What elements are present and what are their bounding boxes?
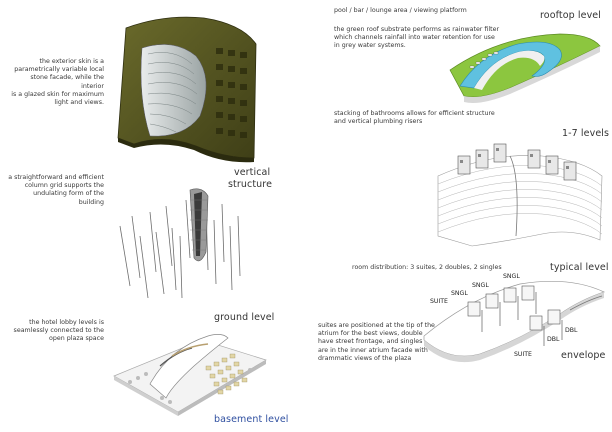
room-label-suite: SUITE — [514, 351, 532, 358]
stacked-levels-illustration — [432, 136, 608, 254]
facade-illustration — [104, 8, 264, 166]
room-label-sngl: SNGL — [472, 282, 489, 289]
column-grid-illustration — [110, 186, 250, 302]
ground-basement-illustration — [110, 326, 270, 418]
ground-level-heading: ground level — [214, 312, 274, 323]
bath-note: stacking of bathrooms allows for efficie… — [334, 110, 524, 126]
suites-note: suites are positioned at the tip of the … — [318, 322, 438, 363]
typical-level-illustration — [420, 270, 608, 380]
basement-level-heading: basement level — [214, 414, 289, 425]
rooftop-subtitle: pool / bar / lounge area / viewing platf… — [334, 7, 467, 15]
room-label-sngl: SNGL — [451, 290, 468, 297]
green-roof-illustration — [440, 26, 606, 110]
lobby-note: the hotel lobby levels is seamlessly con… — [8, 319, 104, 344]
structure-note: a straightforward and efficient column g… — [8, 174, 104, 207]
room-label-dbl: DBL — [565, 327, 577, 334]
room-label-dbl: DBL — [547, 336, 559, 343]
skin-note: the exterior skin is a parametrically va… — [8, 58, 104, 107]
room-label-sngl: SNGL — [503, 273, 520, 280]
rooftop-level-heading: rooftop level — [540, 10, 601, 21]
envelope-heading: envelope — [561, 350, 605, 361]
room-label-suite: SUITE — [430, 298, 448, 305]
